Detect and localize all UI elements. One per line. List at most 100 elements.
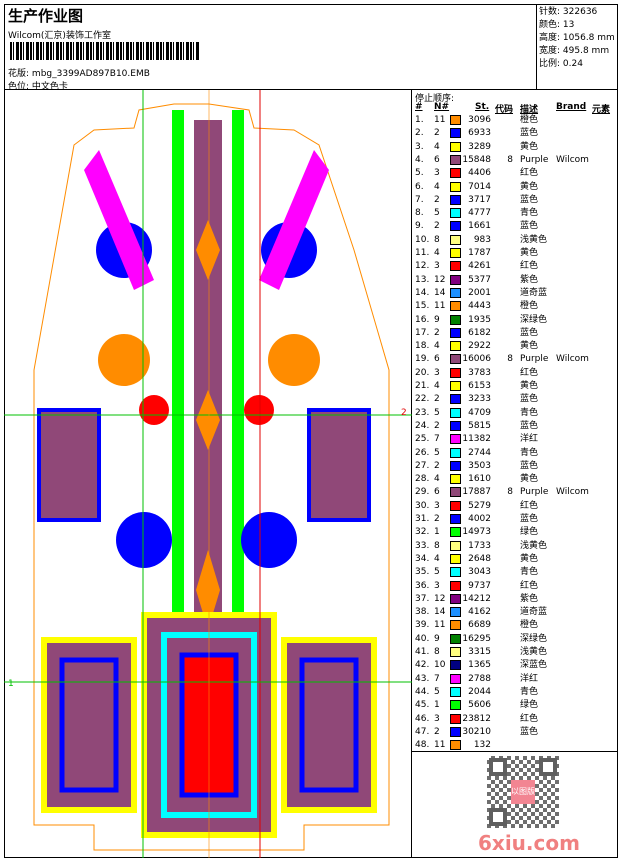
info-panel: 针数: 322636 颜色: 13 高度: 1056.8 mm 宽度: 495.… [536, 4, 618, 90]
cell-st: 3096 [468, 115, 491, 125]
colorset-value: 中文色卡 [31, 82, 68, 92]
cell-code: 8 [507, 154, 513, 165]
cell-st: 4261 [468, 261, 491, 272]
cell-desc: 青色 [520, 686, 539, 697]
watermark-stamp: 以图版 [511, 780, 535, 804]
cell-st: 14212 [462, 593, 491, 604]
cell-desc: 绿色 [520, 527, 539, 538]
color-swatch [450, 740, 461, 751]
cell-needle: 2 [434, 514, 440, 524]
cell-needle: 14 [434, 287, 446, 298]
cell-num: 47. [415, 726, 430, 737]
cell-st: 983 [473, 234, 491, 245]
color-swatch [450, 474, 461, 485]
cell-num: 40. [415, 633, 430, 644]
cell-desc: 黄色 [520, 181, 539, 192]
cell-needle: 3 [434, 367, 440, 378]
cell-desc: 浅黄色 [520, 234, 548, 245]
cell-desc: 紫色 [520, 274, 539, 285]
cell-st: 15848 [462, 154, 491, 165]
cell-num: 4. [415, 154, 424, 165]
cell-st: 5606 [468, 700, 491, 711]
cell-needle: 3 [434, 713, 440, 724]
cell-needle: 3 [434, 580, 440, 591]
cell-num: 13. [415, 274, 430, 285]
cell-st: 4002 [468, 514, 491, 524]
color-swatch [450, 367, 461, 378]
color-swatch [450, 301, 461, 312]
cell-st: 3233 [468, 394, 491, 405]
stop-order-label: 停止顺序: [415, 94, 455, 104]
cell-st: 3315 [468, 647, 491, 657]
cell-needle: 2 [434, 194, 440, 205]
cell-brand: Wilcom [556, 354, 589, 365]
cell-needle: 10 [434, 660, 446, 671]
col-num: # [415, 102, 423, 112]
cell-desc: 深绿色 [520, 633, 548, 644]
color-swatch [450, 527, 461, 538]
color-swatch [450, 181, 461, 192]
cell-num: 12. [415, 261, 430, 272]
cell-needle: 1 [434, 700, 440, 711]
cell-num: 2. [415, 128, 424, 139]
cell-needle: 9 [434, 314, 440, 325]
cell-desc: 青色 [520, 208, 539, 219]
info-colors: 颜色: 13 [539, 19, 618, 32]
cell-st: 23812 [462, 713, 491, 724]
cell-needle: 3 [434, 261, 440, 272]
cell-needle: 7 [434, 673, 440, 684]
cell-desc: 黄色 [520, 381, 539, 391]
color-swatch [450, 287, 461, 298]
cell-st: 7014 [468, 181, 491, 192]
cell-desc: 道奇蓝 [520, 287, 548, 298]
page-title: 生产作业图 [8, 7, 84, 25]
cell-desc: 蓝色 [520, 327, 539, 338]
cell-desc: 洋红 [520, 673, 539, 684]
cell-desc: 蓝色 [520, 726, 539, 737]
cell-desc: 蓝色 [520, 394, 539, 405]
color-swatch [450, 660, 461, 671]
color-swatch [450, 514, 461, 524]
col-needle: N# [434, 102, 450, 112]
cell-num: 25. [415, 434, 430, 445]
cell-needle: 6 [434, 154, 440, 165]
cell-num: 37. [415, 593, 430, 604]
cell-needle: 2 [434, 327, 440, 338]
color-swatch [450, 713, 461, 724]
cell-num: 36. [415, 580, 430, 591]
barcode [10, 42, 200, 60]
color-swatch [450, 700, 461, 711]
cell-num: 31. [415, 514, 430, 524]
cell-desc: 红色 [520, 367, 539, 378]
cell-desc: 浅黄色 [520, 647, 548, 657]
color-swatch [450, 407, 461, 418]
color-swatch [450, 460, 461, 471]
cell-needle: 14 [434, 607, 446, 618]
cell-st: 1610 [468, 474, 491, 485]
cell-st: 1733 [468, 540, 491, 551]
embroidery-preview: 1 2 [4, 90, 412, 858]
cell-num: 48. [415, 740, 430, 751]
marker-1: 1 [8, 679, 14, 689]
cell-code: 8 [507, 487, 513, 498]
cell-st: 5815 [468, 420, 491, 431]
cell-needle: 8 [434, 647, 440, 657]
info-label: 比例: [539, 59, 561, 69]
cell-num: 17. [415, 327, 430, 338]
cell-st: 4162 [468, 607, 491, 618]
sheet-frame [4, 4, 618, 858]
cell-num: 11. [415, 248, 430, 258]
